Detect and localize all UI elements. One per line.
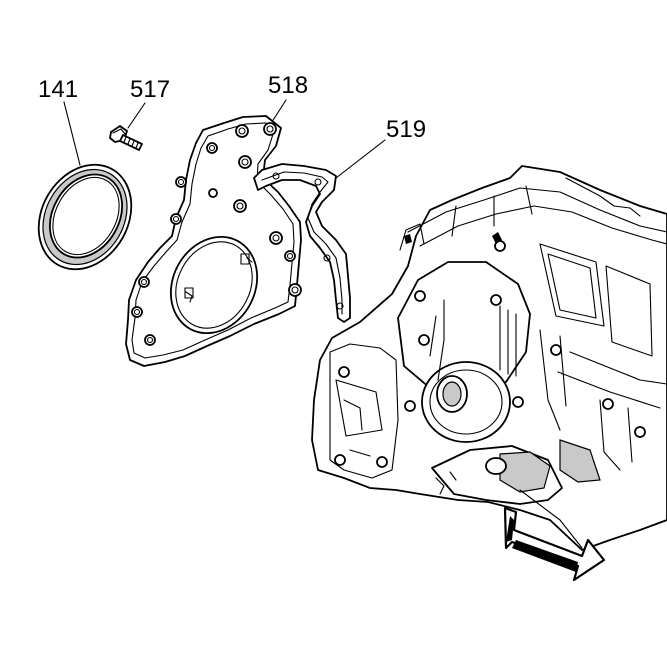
rear-crankshaft-seal <box>37 163 133 271</box>
rear-cover <box>125 115 302 367</box>
callout-519-label: 519 <box>386 116 426 143</box>
leader-517 <box>127 102 146 129</box>
leader-lines <box>63 99 386 179</box>
leader-141 <box>63 101 81 166</box>
callout-141-label: 141 <box>38 76 78 103</box>
cover-bolt <box>109 125 143 151</box>
engine-block <box>311 165 667 551</box>
callout-518-label: 518 <box>268 72 308 99</box>
cover-bolt-holes <box>131 122 302 346</box>
rear-cover-gasket <box>253 163 351 323</box>
callout-517-label: 517 <box>130 76 170 103</box>
leader-519 <box>335 139 386 179</box>
front-of-engine-arrow-icon <box>503 506 606 582</box>
